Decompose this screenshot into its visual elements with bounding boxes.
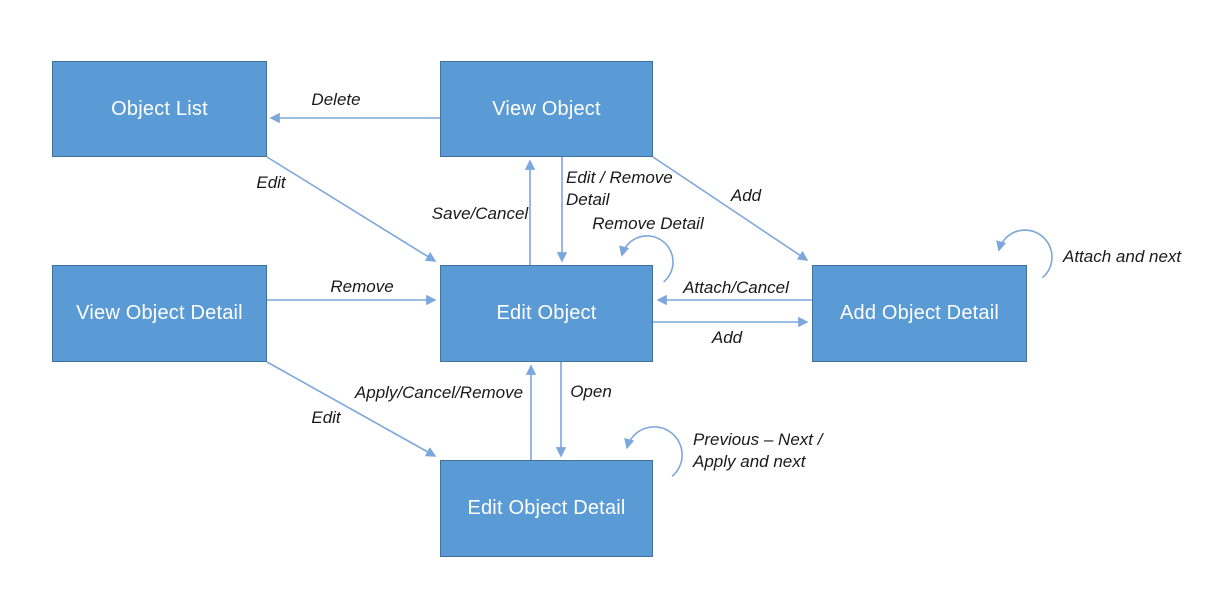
edge-label-save-cancel: Save/Cancel (431, 204, 529, 223)
edge-label-apply-cancel-remove: Apply/Cancel/Remove (354, 383, 524, 402)
state-box-edit-object-detail[interactable]: Edit Object Detail (440, 460, 653, 557)
edge-label-line-2: Detail (566, 190, 610, 209)
state-box-view-object-detail[interactable]: View Object Detail (52, 265, 267, 362)
edge-label-remove-detail-loop: Remove Detail (592, 214, 704, 233)
state-box-label: Edit Object (496, 302, 597, 324)
edge-label-remove: Remove (330, 277, 394, 296)
state-box-object-list[interactable]: Object List (52, 61, 267, 157)
edge-label-line-1: Edit / Remove (566, 168, 673, 187)
edge-label-edit-to-edit-object: Edit (256, 173, 286, 192)
state-box-label: Object List (111, 97, 208, 120)
edge-label-delete: Delete (311, 90, 361, 109)
state-box-label: View Object (492, 97, 601, 120)
edge-label-line-2: Apply and next (693, 452, 806, 471)
arrow-edit-objectlist-to-editobject (266, 156, 437, 262)
edge-label-edit-to-edit-detail: Edit (311, 408, 341, 427)
state-box-label: View Object Detail (76, 302, 243, 324)
state-box-label: Edit Object Detail (467, 497, 626, 519)
arrow-add-viewobject-to-adddetail (652, 156, 809, 261)
edge-label-attach-cancel: Attach/Cancel (683, 278, 789, 297)
state-box-add-object-detail[interactable]: Add Object Detail (812, 265, 1027, 362)
edge-label-previous-next-loop: Previous – Next / Apply and next (693, 429, 822, 473)
edge-label-attach-and-next-loop: Attach and next (1063, 247, 1182, 266)
state-box-label: Add Object Detail (839, 302, 1000, 324)
edge-label-add-to-add-detail: Add (730, 186, 762, 205)
arrow-previous-next-loop (624, 426, 683, 478)
edge-label-edit-remove-detail: Edit / Remove Detail (566, 167, 673, 211)
arrow-attach-and-next-loop (996, 229, 1053, 279)
state-box-edit-object[interactable]: Edit Object (440, 265, 653, 362)
edge-label-line-1: Previous – Next / (693, 430, 823, 449)
edge-label-open: Open (570, 382, 612, 401)
arrow-edit-viewdetail-to-editdetail (266, 361, 437, 457)
edge-label-add-to-add-detail-2: Add (711, 328, 743, 347)
arrow-remove-detail-loop (619, 235, 674, 283)
state-box-view-object[interactable]: View Object (440, 61, 653, 157)
